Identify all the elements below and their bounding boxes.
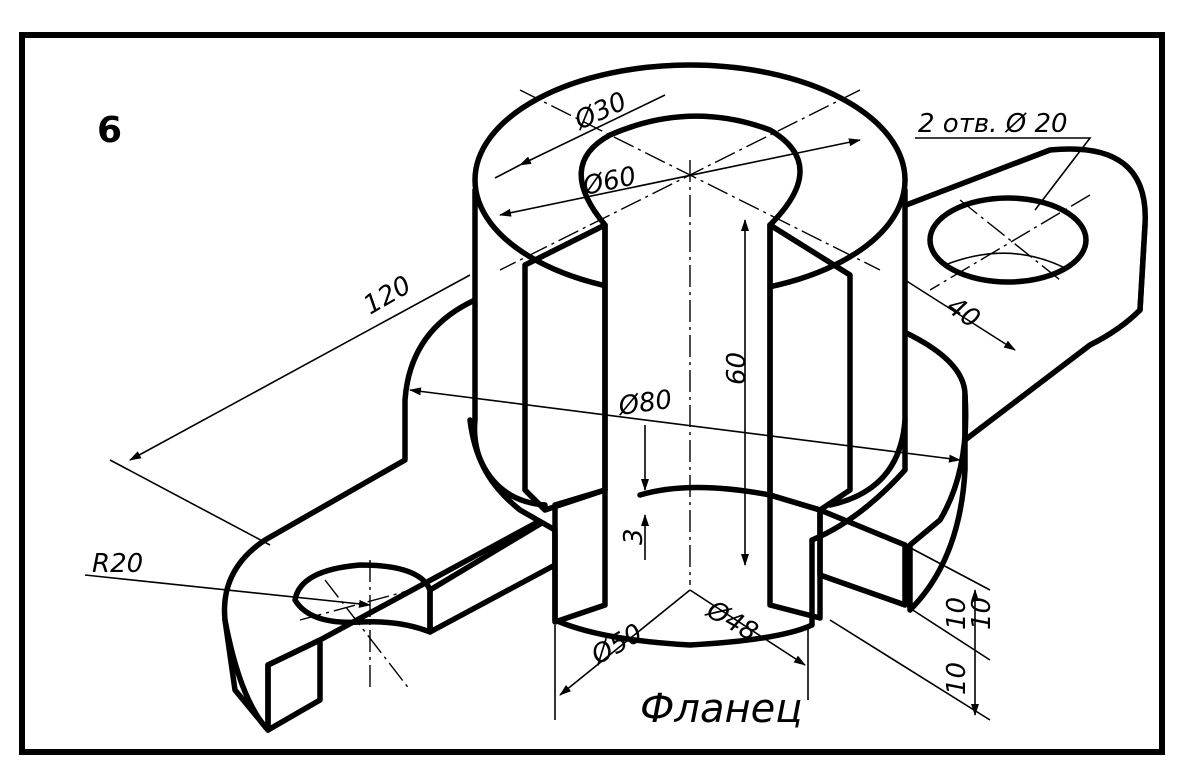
- dim-h60: 60: [722, 352, 752, 385]
- dim-h10b: 10: [967, 597, 997, 630]
- dim-h3: 3: [619, 528, 649, 545]
- dim-holes: 2 отв. Ø 20: [918, 109, 1068, 139]
- dimension-lines: [84, 94, 1092, 721]
- dim-len120: 120: [359, 270, 417, 321]
- dim-h10a: 10: [942, 597, 972, 630]
- right-hole: [927, 195, 1089, 285]
- dim-r20: R20: [92, 549, 143, 579]
- drawing-frame: [19, 32, 1165, 755]
- drawing-title: Фланец: [640, 686, 803, 732]
- sheet-number: 6: [97, 110, 122, 151]
- center-lines: [299, 89, 1091, 691]
- main-boss: [467, 62, 908, 648]
- dim-h10c: 10: [942, 662, 972, 695]
- right-ear: [877, 146, 1148, 613]
